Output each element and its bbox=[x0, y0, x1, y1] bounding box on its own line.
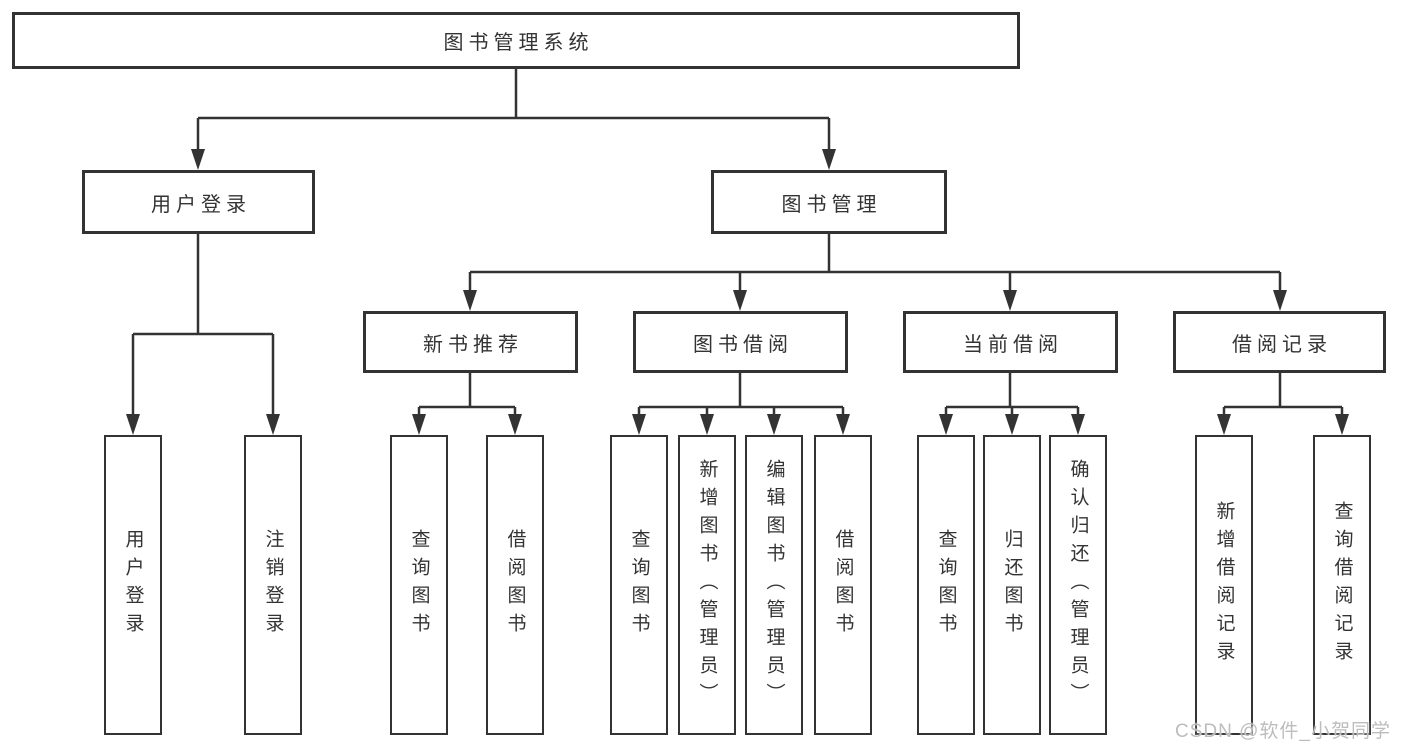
leaf-query-books-recommend: 查询图书 bbox=[390, 435, 448, 735]
leaf-confirm-return-admin-label: 确认归还（管理员） bbox=[1067, 459, 1089, 711]
leaf-query-borrow-record-label: 查询借阅记录 bbox=[1331, 501, 1353, 669]
node-borrow-records-label: 借阅记录 bbox=[1232, 333, 1332, 356]
leaf-query-books-current-label: 查询图书 bbox=[935, 529, 957, 641]
leaf-edit-books-admin: 编辑图书（管理员） bbox=[745, 435, 803, 735]
node-book-management-label: 图书管理 bbox=[781, 193, 882, 216]
leaf-query-books-current: 查询图书 bbox=[917, 435, 975, 735]
node-book-management: 图书管理 bbox=[711, 170, 947, 234]
leaf-borrow-books-recommend-label: 借阅图书 bbox=[504, 529, 526, 641]
node-user-login: 用户登录 bbox=[82, 170, 315, 234]
arrowheads bbox=[126, 149, 1349, 435]
leaf-borrow-books: 借阅图书 bbox=[814, 435, 872, 735]
node-root: 图书管理系统 bbox=[12, 12, 1020, 69]
node-new-book-recommend: 新书推荐 bbox=[363, 311, 578, 373]
leaf-return-books: 归还图书 bbox=[983, 435, 1041, 735]
leaf-add-borrow-record-label: 新增借阅记录 bbox=[1213, 501, 1235, 669]
node-borrow-records: 借阅记录 bbox=[1173, 311, 1386, 373]
leaf-logout-label: 注销登录 bbox=[262, 529, 284, 641]
leaf-user-login: 用户登录 bbox=[104, 435, 162, 735]
leaf-query-books-borrow: 查询图书 bbox=[610, 435, 668, 735]
leaf-confirm-return-admin: 确认归还（管理员） bbox=[1049, 435, 1107, 735]
leaf-query-books-recommend-label: 查询图书 bbox=[408, 529, 430, 641]
node-new-book-recommend-label: 新书推荐 bbox=[423, 333, 523, 356]
node-current-borrow: 当前借阅 bbox=[903, 311, 1118, 373]
leaf-query-borrow-record: 查询借阅记录 bbox=[1313, 435, 1371, 735]
node-book-borrow: 图书借阅 bbox=[633, 311, 848, 373]
leaf-borrow-books-label: 借阅图书 bbox=[832, 529, 854, 641]
leaf-query-books-borrow-label: 查询图书 bbox=[628, 529, 650, 641]
node-current-borrow-label: 当前借阅 bbox=[963, 333, 1063, 356]
node-book-borrow-label: 图书借阅 bbox=[693, 333, 793, 356]
csdn-watermark: CSDN @软件_小贺同学 bbox=[1175, 721, 1391, 742]
leaf-return-books-label: 归还图书 bbox=[1001, 529, 1023, 641]
tree-edges bbox=[131, 69, 1344, 416]
leaf-add-borrow-record: 新增借阅记录 bbox=[1195, 435, 1253, 735]
leaf-add-books-admin-label: 新增图书（管理员） bbox=[696, 459, 718, 711]
leaf-edit-books-admin-label: 编辑图书（管理员） bbox=[763, 459, 785, 711]
leaf-add-books-admin: 新增图书（管理员） bbox=[678, 435, 736, 735]
leaf-logout: 注销登录 bbox=[244, 435, 302, 735]
node-user-login-label: 用户登录 bbox=[151, 193, 251, 216]
leaf-user-login-label: 用户登录 bbox=[122, 529, 144, 641]
leaf-borrow-books-recommend: 借阅图书 bbox=[486, 435, 544, 735]
node-root-label: 图书管理系统 bbox=[443, 32, 594, 54]
